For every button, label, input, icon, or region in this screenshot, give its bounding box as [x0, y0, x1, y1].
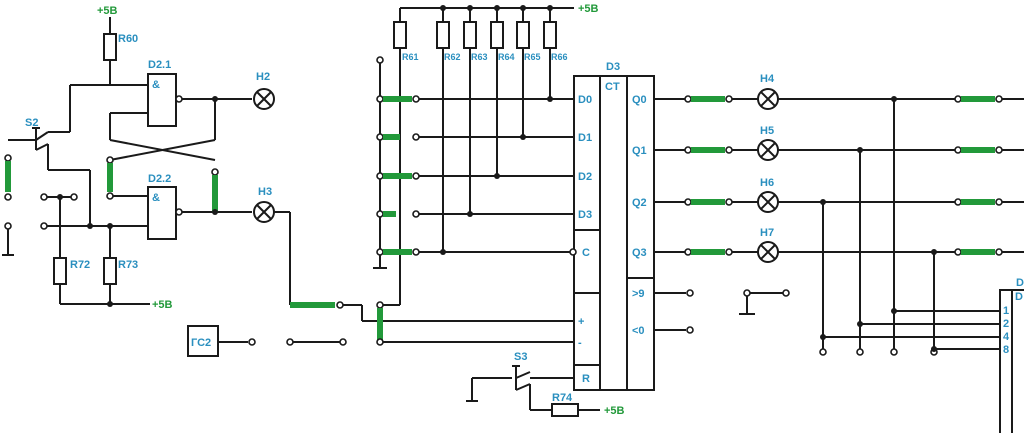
- label-r66: R66: [551, 52, 568, 62]
- label-r64: R64: [498, 52, 515, 62]
- label-d22: D2.2: [148, 173, 171, 185]
- label-s2: S2: [25, 117, 38, 129]
- power-label-r74: +5B: [604, 405, 625, 417]
- lamp-h5: [757, 139, 779, 161]
- switch-s3[interactable]: [466, 365, 574, 410]
- counter-out-gt9: >9: [632, 288, 645, 300]
- counter-out-lt0: <0: [632, 325, 645, 337]
- decoder-in-8: 8: [1003, 344, 1009, 356]
- power-label-r60: +5B: [97, 5, 118, 17]
- counter-in-d1: D1: [578, 132, 592, 144]
- resistor-r72: [53, 257, 67, 285]
- label-h2: H2: [256, 71, 270, 83]
- resistor-r60: [103, 33, 117, 61]
- resistor-r74: [551, 403, 579, 417]
- gate-d21: [147, 73, 177, 127]
- gate-d21-symbol: &: [152, 79, 160, 91]
- resistor-r61: [393, 21, 407, 49]
- counter-in-c: C: [582, 247, 590, 259]
- counter-d3: [573, 75, 655, 391]
- lamp-h6: [757, 191, 779, 213]
- label-d3: D3: [606, 61, 620, 73]
- label-h5: H5: [760, 125, 774, 137]
- lamp-h3: [253, 201, 275, 223]
- gate-d22: [147, 186, 177, 240]
- lamp-h2: [253, 88, 275, 110]
- counter-type: CT: [605, 81, 620, 93]
- label-r74: R74: [552, 392, 573, 404]
- label-r72: R72: [70, 259, 90, 271]
- counter-out-q0: Q0: [632, 94, 647, 106]
- counter-in-r: R: [582, 373, 590, 385]
- decoder-name-2: D: [1015, 291, 1023, 303]
- counter-in-d2: D2: [578, 171, 592, 183]
- resistor-r62: [436, 21, 450, 49]
- label-d21: D2.1: [148, 59, 171, 71]
- label-r61: R61: [402, 52, 419, 62]
- label-r60: R60: [118, 33, 138, 45]
- counter-out-q1: Q1: [632, 145, 647, 157]
- label-r73: R73: [118, 259, 138, 271]
- label-h6: H6: [760, 177, 774, 189]
- label-generator: ГС2: [191, 337, 211, 349]
- power-label-bank: +5B: [578, 3, 599, 15]
- label-s3: S3: [514, 351, 527, 363]
- resistor-r63: [463, 21, 477, 49]
- resistor-r65: [516, 21, 530, 49]
- label-h4: H4: [760, 73, 775, 85]
- label-r65: R65: [524, 52, 541, 62]
- decoder-in-4: 4: [1003, 331, 1010, 343]
- counter-out-q2: Q2: [632, 197, 647, 209]
- label-h3: H3: [258, 186, 272, 198]
- gate-d22-symbol: &: [152, 192, 160, 204]
- counter-in-d0: D0: [578, 94, 592, 106]
- counter-in-minus: -: [578, 337, 582, 349]
- decoder-name: D: [1016, 277, 1024, 289]
- switch-s2[interactable]: [8, 85, 91, 226]
- generator-gs2: [187, 325, 219, 357]
- decoder-in-1: 1: [1003, 305, 1009, 317]
- counter-in-d3: D3: [578, 209, 592, 221]
- lamp-h4: [757, 88, 779, 110]
- label-r62: R62: [444, 52, 461, 62]
- decoder-in-2: 2: [1003, 318, 1009, 330]
- counter-out-q3: Q3: [632, 247, 647, 259]
- resistor-r66: [543, 21, 557, 49]
- resistor-r64: [490, 21, 504, 49]
- label-r63: R63: [471, 52, 488, 62]
- power-label-r72r73: +5B: [152, 299, 173, 311]
- resistor-r73: [103, 257, 117, 285]
- lamp-h7: [757, 241, 779, 263]
- label-h7: H7: [760, 227, 774, 239]
- counter-in-plus: +: [578, 316, 584, 328]
